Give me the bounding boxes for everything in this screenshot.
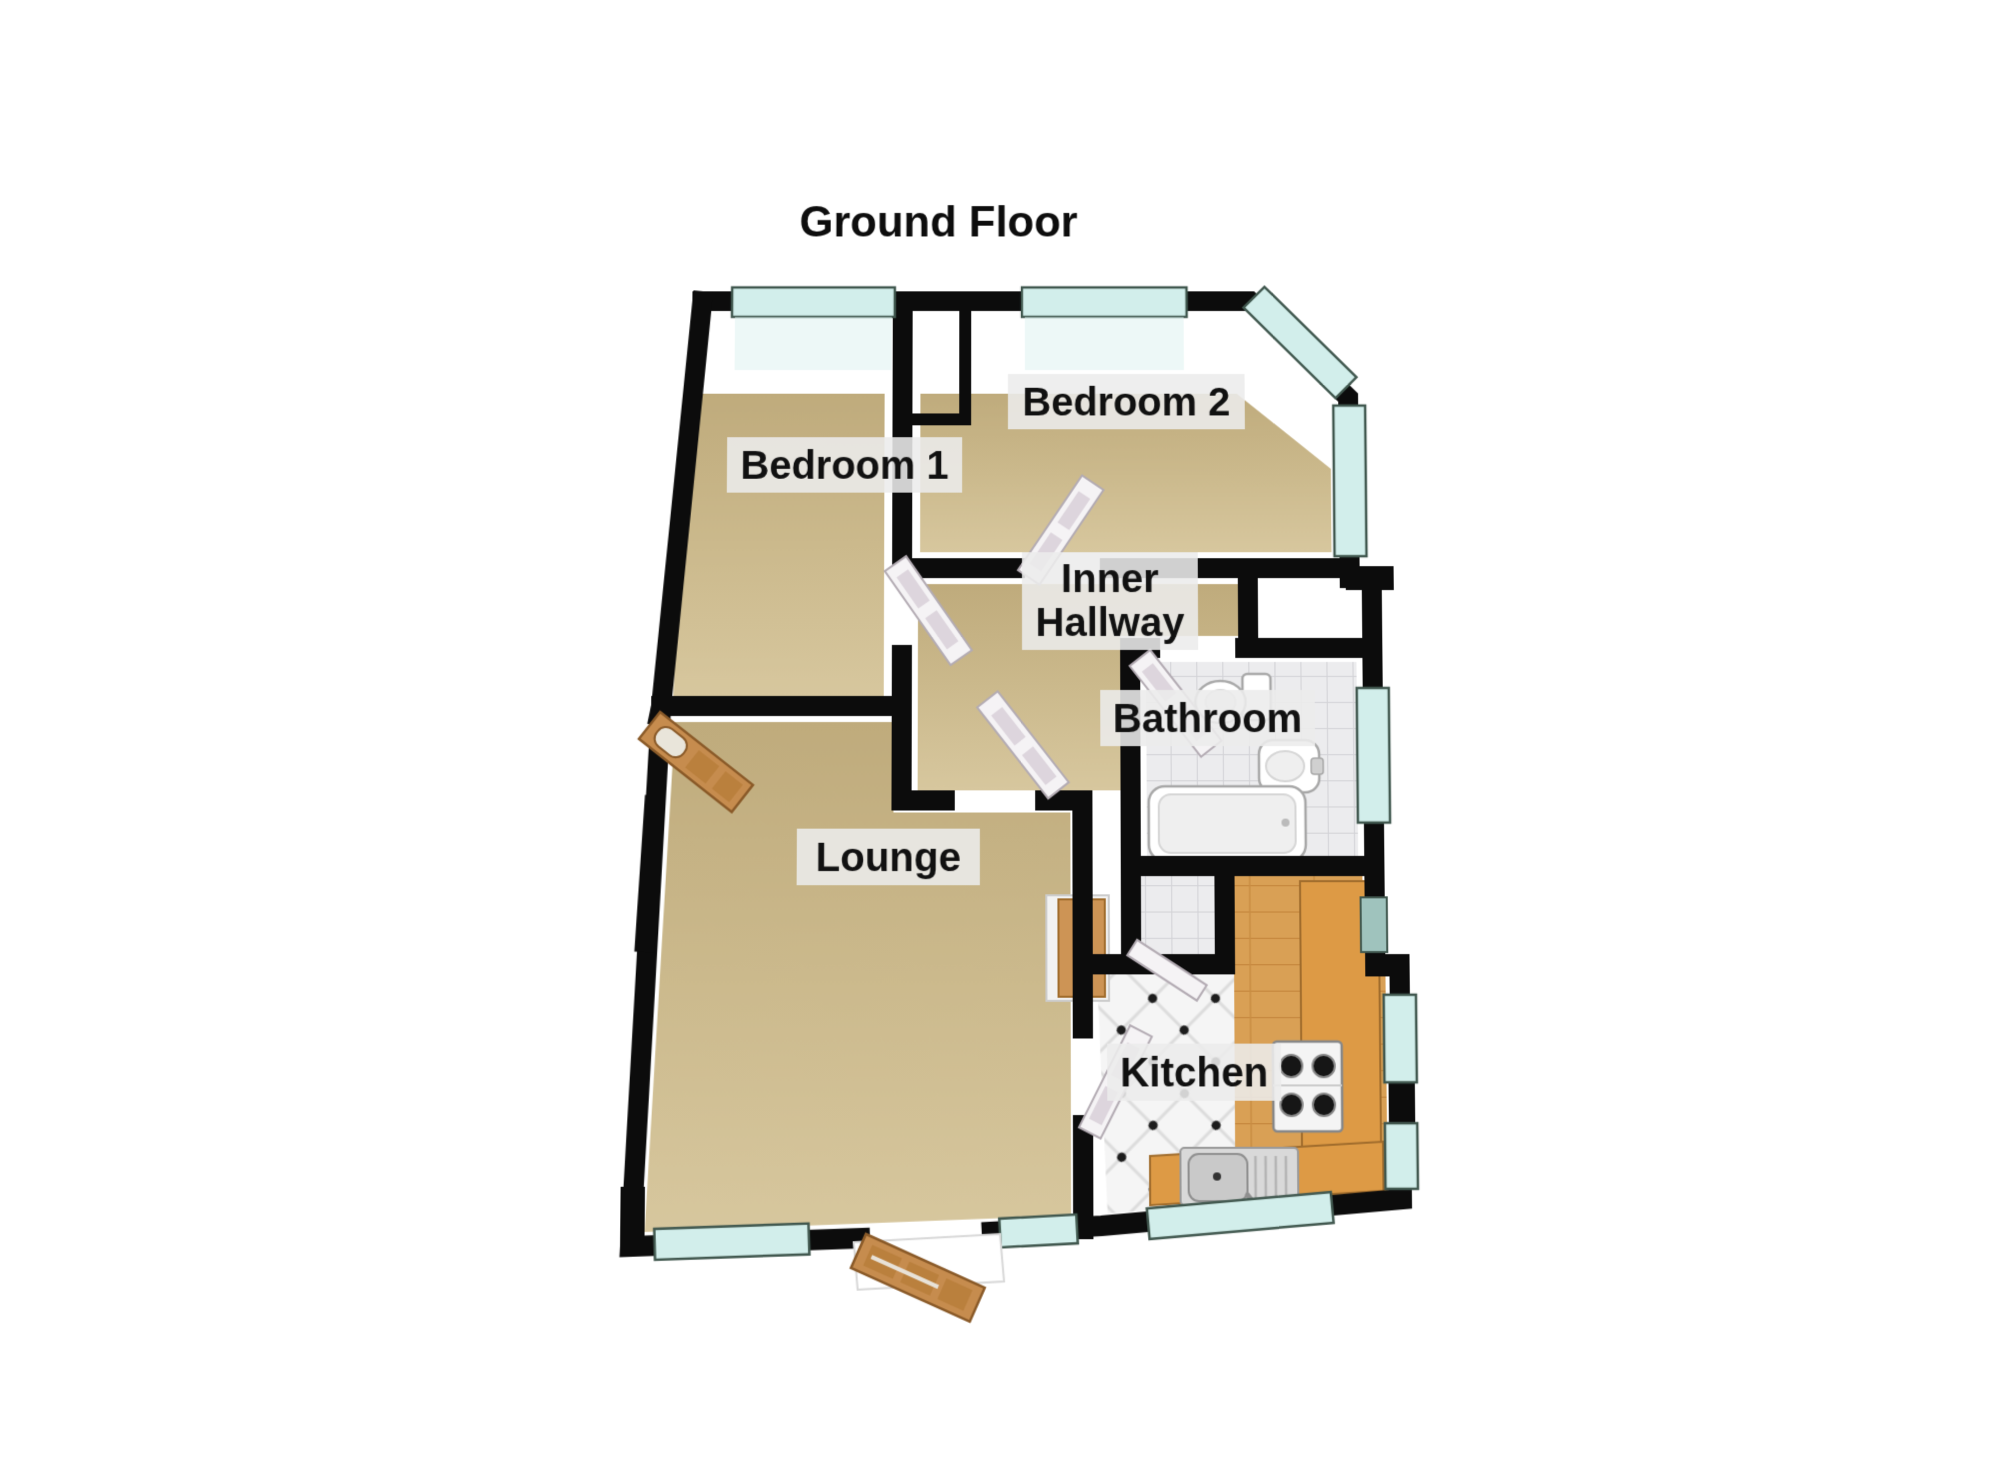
wall-stub-southwest — [620, 1187, 645, 1251]
window-bedroom1-glass-wash — [735, 317, 892, 370]
window-kitchen-east-upper — [1384, 995, 1417, 1083]
window-kitchen-east-lower — [1385, 1123, 1418, 1189]
wall-stub-east-1 — [1346, 566, 1394, 590]
window-bedroom2-east — [1333, 406, 1366, 557]
window-bedroom1-north — [732, 287, 895, 316]
inner-hallway-label-line2: Hallway — [1036, 601, 1185, 645]
wash-basin-icon — [1259, 740, 1324, 792]
gas-hob — [1273, 1042, 1342, 1132]
window-lounge-south-right — [999, 1215, 1078, 1248]
lounge-label: Lounge — [816, 835, 961, 880]
wall-lounge-kitchen — [1082, 800, 1083, 1228]
inner-hallway-label-line1: Inner — [1061, 557, 1159, 601]
window-bedroom2-glass-wash — [1025, 317, 1184, 370]
floor-plan-page: Ground Floor Bedroom 1 Bedroom 2 Inner H… — [0, 11, 2000, 1470]
bathroom-label: Bathroom — [1113, 697, 1303, 742]
bedroom2-label: Bedroom 2 — [1022, 381, 1230, 425]
floor-plan-svg: Ground Floor Bedroom 1 Bedroom 2 Inner H… — [0, 11, 2000, 1470]
bedroom1-label: Bedroom 1 — [740, 444, 948, 488]
page-title: Ground Floor — [799, 199, 1077, 246]
window-lounge-south-left — [654, 1223, 809, 1259]
window-slit-east — [1361, 897, 1388, 952]
wall-bedroom1-hallway — [902, 301, 903, 800]
cupboard-floor — [1139, 875, 1218, 956]
window-bathroom-east — [1357, 688, 1390, 823]
wall-stub-east-2 — [1365, 954, 1410, 976]
window-bedroom2-north — [1022, 287, 1187, 316]
kitchen-label: Kitchen — [1120, 1050, 1269, 1095]
bathtub — [1149, 786, 1306, 861]
